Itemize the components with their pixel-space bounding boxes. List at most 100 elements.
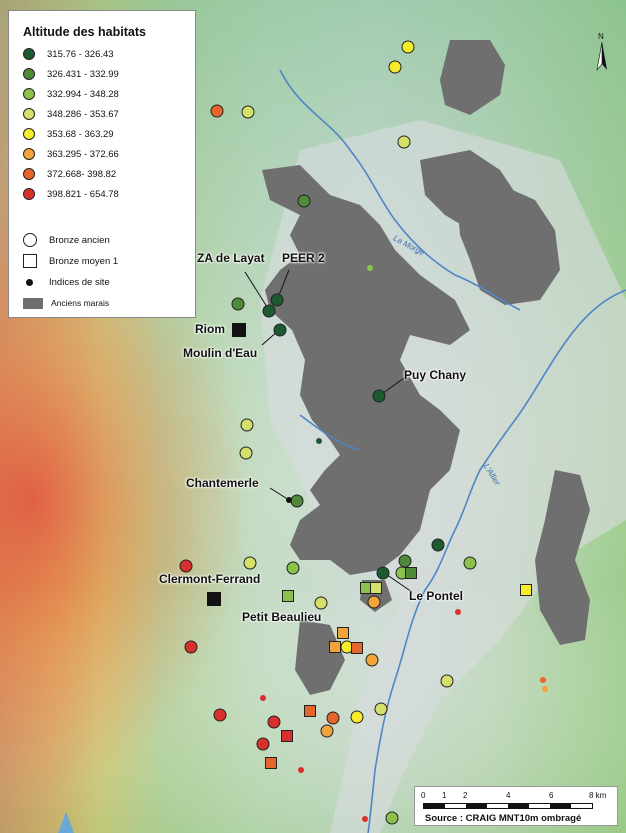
bronze-ancien-site [376, 566, 390, 580]
legend-class-label: 353.68 - 363.29 [47, 128, 114, 140]
bronze-ancien-site [243, 556, 257, 570]
label-clermont-ferrand: Clermont-Ferrand [159, 572, 261, 586]
bronze-ancien-site [290, 494, 304, 508]
legend-indices-label: Indices de site [49, 276, 110, 288]
legend-marais: Anciens marais [23, 296, 109, 310]
bronze-ancien-site [239, 446, 253, 460]
bronze-moyen-site [282, 590, 294, 602]
bronze-ancien-site [270, 293, 284, 307]
bronze-ancien-site [297, 194, 311, 208]
legend-swatch-icon [23, 188, 35, 200]
leader-line [244, 271, 270, 311]
river-course [299, 414, 361, 451]
marsh-area [535, 470, 590, 645]
north-arrow-icon [596, 42, 607, 72]
legend-marais-label: Anciens marais [51, 298, 110, 308]
label-peer2: PEER 2 [282, 251, 325, 265]
legend-class-label: 315.76 - 326.43 [47, 48, 114, 60]
legend-title: Altitude des habitats [23, 25, 146, 39]
corner-marker [58, 812, 74, 833]
label-puy-chany: Puy Chany [404, 368, 467, 382]
bronze-moyen-site [405, 567, 417, 579]
indice-site-dot [362, 816, 368, 822]
scale-tick-label: 4 [506, 791, 511, 800]
river-course [367, 289, 626, 833]
scale-tick-label: 6 [549, 791, 554, 800]
label-riom: Riom [195, 322, 225, 336]
legend-bronze-moyen-label: Bronze moyen 1 [49, 255, 119, 267]
bronze-ancien-site [213, 708, 227, 722]
legend-class-7: 372.668- 398.82 [23, 167, 116, 181]
legend-class-2: 326.431 - 332.99 [23, 67, 119, 81]
bronze-moyen-site [337, 627, 349, 639]
bronze-ancien-site [210, 104, 224, 118]
square-symbol-icon [23, 254, 37, 268]
indice-site-dot [367, 265, 373, 271]
clermont-town-marker [207, 592, 221, 606]
marsh-area [262, 165, 470, 575]
legend-class-label: 348.286 - 353.67 [47, 108, 119, 120]
legend-bronze-ancien-label: Bronze ancien [49, 234, 110, 246]
bronze-ancien-site [401, 40, 415, 54]
map-legend: Altitude des habitats 315.76 - 326.43 326… [8, 10, 196, 318]
legend-class-1: 315.76 - 326.43 [23, 47, 114, 61]
bronze-ancien-site [314, 596, 328, 610]
bronze-ancien-site [431, 538, 445, 552]
bronze-moyen-site [520, 584, 532, 596]
bronze-ancien-site [256, 737, 270, 751]
legend-swatch-icon [23, 128, 35, 140]
label-le-pontel: Le Pontel [409, 589, 464, 603]
bronze-moyen-site [351, 642, 363, 654]
legend-class-4: 348.286 - 353.67 [23, 107, 119, 121]
indice-site-dot [455, 609, 461, 615]
indice-site-dot [316, 438, 322, 444]
bronze-ancien-site [350, 710, 364, 724]
bronze-ancien-site [397, 135, 411, 149]
legend-class-label: 363.295 - 372.66 [47, 148, 119, 160]
scale-bar [423, 803, 593, 809]
bronze-ancien-site [241, 105, 255, 119]
bronze-ancien-site [440, 674, 454, 688]
bronze-ancien-site [372, 389, 386, 403]
sites-layer [58, 40, 548, 833]
scale-tick-label: 2 [463, 791, 468, 800]
bronze-ancien-site [374, 702, 388, 716]
bronze-ancien-site [231, 297, 245, 311]
indice-site-dot [298, 767, 304, 773]
bronze-ancien-site [240, 418, 254, 432]
bronze-ancien-site [179, 559, 193, 573]
legend-bronze-ancien: Bronze ancien [23, 233, 110, 247]
bronze-ancien-site [367, 595, 381, 609]
legend-class-8: 398.821 - 654.78 [23, 187, 119, 201]
circle-symbol-icon [23, 233, 37, 247]
legend-class-6: 363.295 - 372.66 [23, 147, 119, 161]
legend-swatch-icon [23, 108, 35, 120]
legend-class-3: 332.994 - 348.28 [23, 87, 119, 101]
bronze-ancien-site [273, 323, 287, 337]
bronze-moyen-site [360, 582, 372, 594]
scale-tick-label: 0 [421, 791, 426, 800]
legend-class-label: 332.994 - 348.28 [47, 88, 119, 100]
bronze-moyen-site [304, 705, 316, 717]
indice-site-dot [542, 686, 548, 692]
indice-site-dot [286, 497, 292, 503]
marsh-area [455, 175, 560, 305]
legend-indices: Indices de site [23, 275, 110, 289]
legend-class-label: 326.431 - 332.99 [47, 68, 119, 80]
bronze-ancien-site [326, 711, 340, 725]
bronze-moyen-site [329, 641, 341, 653]
legend-swatch-icon [23, 148, 35, 160]
bronze-ancien-site [262, 304, 276, 318]
bronze-moyen-site [281, 730, 293, 742]
bronze-ancien-site [184, 640, 198, 654]
source-credit: Source : CRAIG MNT10m ombragé [425, 813, 582, 824]
marsh-area [295, 620, 345, 695]
label-moulin-deau: Moulin d'Eau [183, 346, 258, 360]
label-za-layat: ZA de Layat [197, 251, 265, 265]
north-arrow: N [593, 32, 611, 72]
legend-swatch-icon [23, 48, 35, 60]
indice-site-dot [540, 677, 546, 683]
legend-class-5: 353.68 - 363.29 [23, 127, 114, 141]
